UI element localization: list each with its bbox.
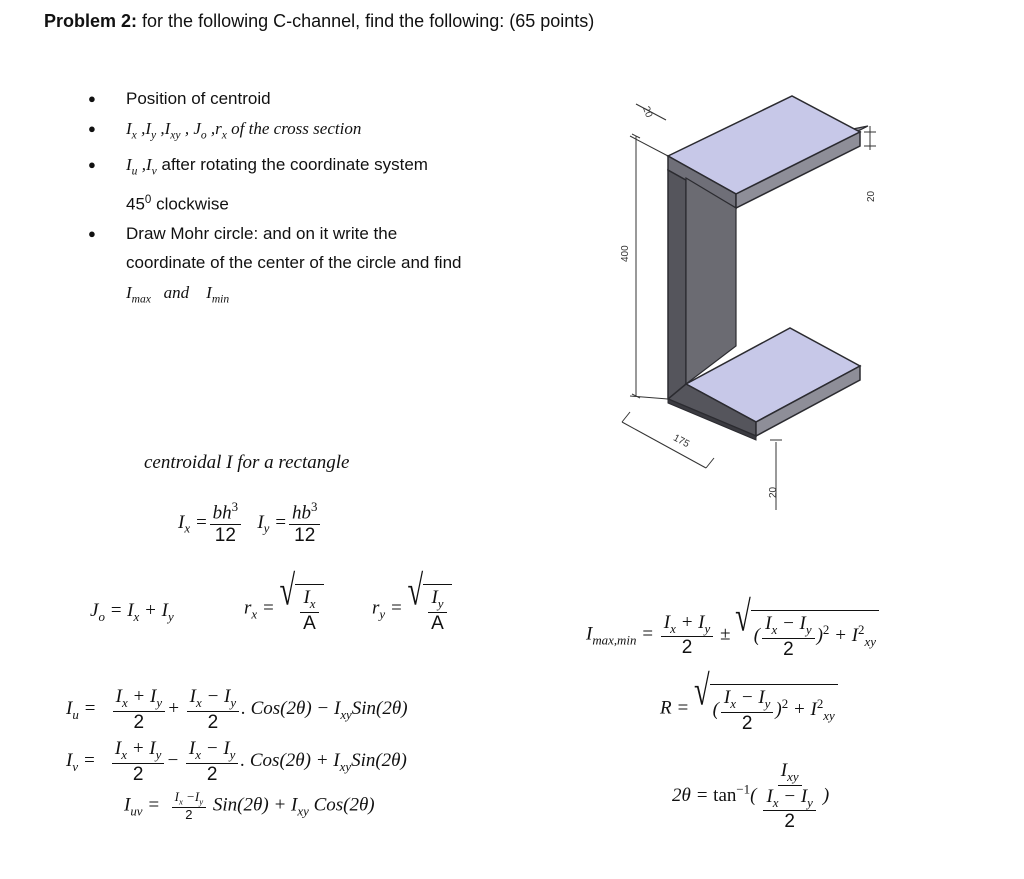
task-mohr: Draw Mohr circle: and on it write thecoo… xyxy=(88,219,608,314)
dim-top-flange: 20 xyxy=(640,105,654,120)
problem-label: Problem 2: xyxy=(44,11,138,31)
rectangle-heading: centroidal I for a rectangle xyxy=(144,452,350,473)
task-centroid: Position of centroid xyxy=(88,84,608,114)
dim-right-top: 20 xyxy=(866,190,877,202)
dimension-lines xyxy=(621,103,876,510)
task-moments: Ix ,Iy ,Ixy , Jo ,rx of the cross sectio… xyxy=(88,114,608,150)
formula-jo: Jo = Ix + Iy xyxy=(90,600,174,624)
c-channel-figure: 20 400 175 20 20 xyxy=(620,95,877,510)
dim-width: 175 xyxy=(671,433,691,451)
dim-height: 400 xyxy=(620,245,631,262)
dim-bottom: 20 xyxy=(768,486,779,498)
problem-text: for the following C-channel, find the fo… xyxy=(137,11,595,31)
channel-shape xyxy=(666,95,869,441)
task-list: Position of centroid Ix ,Iy ,Ixy , Jo ,r… xyxy=(88,84,608,314)
problem-title: Problem 2: for the following C-channel, … xyxy=(44,11,594,32)
task-rotation: Iu ,Iv after rotating the coordinate sys… xyxy=(88,150,608,219)
